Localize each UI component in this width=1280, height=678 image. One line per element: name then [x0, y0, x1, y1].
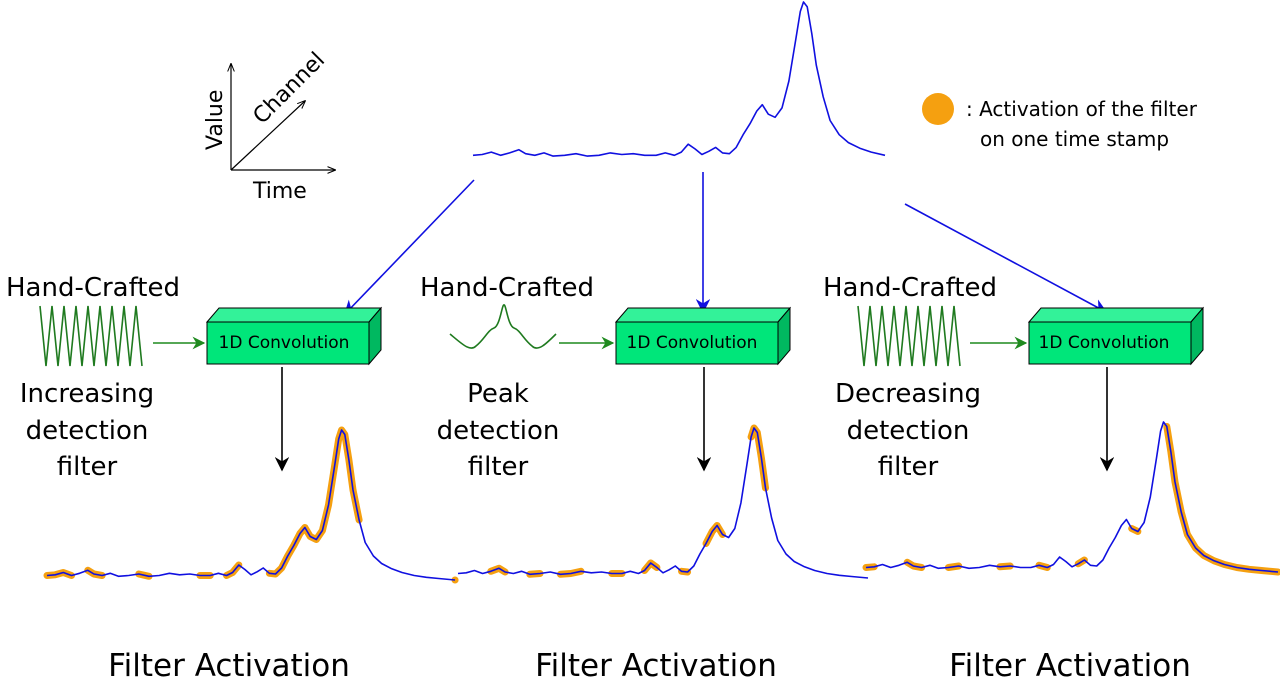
- conv-label: 1D Convolution: [219, 333, 350, 353]
- conv-label: 1D Convolution: [1039, 333, 1170, 353]
- filter-name-line-2: detection: [26, 416, 149, 446]
- filter-title: Hand-Crafted: [420, 273, 594, 303]
- activation-plot: [862, 421, 1280, 576]
- filter-name-line-3: filter: [57, 452, 118, 482]
- activation-plot: [457, 424, 869, 579]
- conv-label: 1D Convolution: [627, 333, 758, 353]
- activation-segment: [265, 426, 363, 578]
- axes-icon: Value Channel Time: [203, 48, 335, 204]
- activation-plot: [43, 426, 459, 584]
- output-signal: [865, 421, 1279, 573]
- time-axis-label: Time: [252, 179, 307, 204]
- activation-segment: [1163, 423, 1280, 576]
- filter-name-line-2: detection: [437, 416, 560, 446]
- filter-name-line-1: Increasing: [20, 379, 154, 409]
- input-arrow-right: [904, 203, 1108, 313]
- filter-name-line-1: Decreasing: [835, 379, 981, 409]
- conv-box: 1D Convolution: [1027, 306, 1205, 366]
- conv-box: 1D Convolution: [205, 306, 383, 366]
- input-arrow-left: [344, 179, 475, 316]
- legend-line-2: on one time stamp: [980, 127, 1169, 151]
- legend-line-1: : Activation of the filter: [966, 97, 1198, 121]
- activation-marker-icon: [922, 93, 954, 125]
- filter-column-peak: Hand-Crafted 1D Convolution Peak detecti…: [420, 273, 869, 678]
- filter-column-increasing: Hand-Crafted 1D Convolution Increasing d…: [6, 273, 459, 678]
- output-label: Filter Activation: [535, 648, 777, 678]
- filter-name-line-3: filter: [468, 452, 529, 482]
- value-axis-label: Value: [203, 90, 228, 150]
- channel-axis-label: Channel: [249, 48, 331, 130]
- output-label: Filter Activation: [949, 648, 1191, 678]
- input-signal: [472, 1, 886, 157]
- output-label: Filter Activation: [108, 648, 350, 678]
- channel-axis-line: [230, 101, 305, 171]
- filter-name-line-2: detection: [847, 416, 970, 446]
- peak-filter-icon: [449, 304, 557, 349]
- input-arrows: [344, 172, 1108, 316]
- output-signal: [457, 427, 869, 579]
- filter-column-decreasing: Hand-Crafted 1D Convolution Decreasing d…: [823, 273, 1280, 678]
- filter-title: Hand-Crafted: [6, 273, 180, 303]
- zigzag-filter-icon: [857, 305, 961, 367]
- filter-name-line-3: filter: [878, 452, 939, 482]
- filter-name-line-1: Peak: [467, 379, 529, 409]
- zigzag-filter-icon: [39, 305, 143, 367]
- filter-title: Hand-Crafted: [823, 273, 997, 303]
- output-signal: [46, 429, 456, 581]
- legend: : Activation of the filter on one time s…: [922, 93, 1198, 151]
- conv-box: 1D Convolution: [614, 306, 792, 366]
